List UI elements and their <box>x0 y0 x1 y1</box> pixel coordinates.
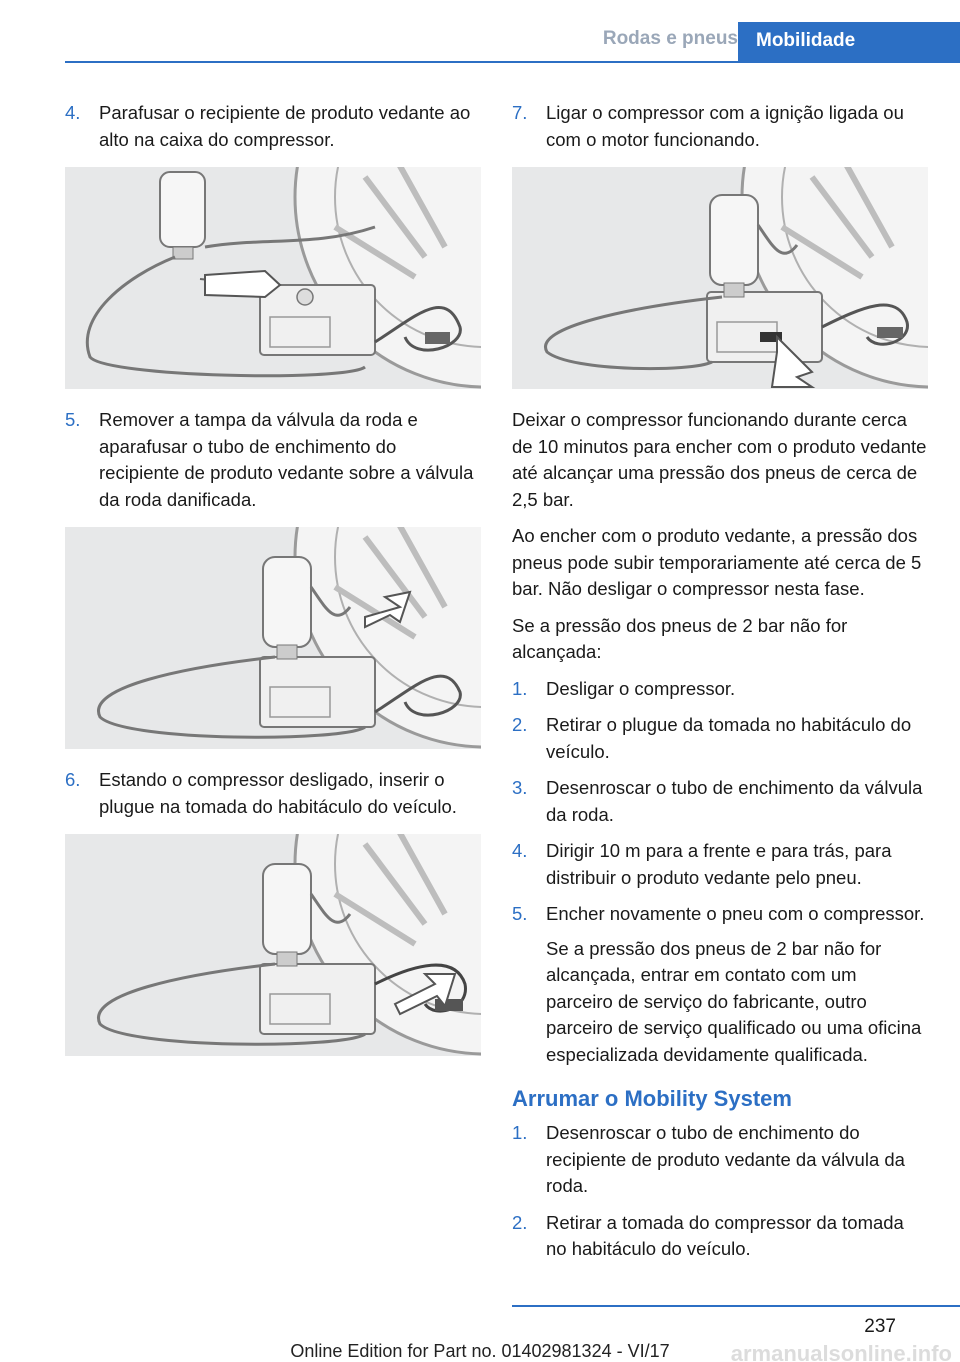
step-4: 4. Parafusar o recipiente de produto ved… <box>65 100 481 153</box>
step-text: Desenroscar o tubo de enchimento da válv… <box>546 777 923 825</box>
step-text: Dirigir 10 m para a frente e para trás, … <box>546 840 892 888</box>
figure-valve-connection <box>65 527 481 749</box>
stow-step-2: 2. Retirar a tomada do compressor da tom… <box>512 1210 928 1263</box>
footer-rule <box>512 1305 960 1307</box>
page-number: 237 <box>864 1316 896 1337</box>
step-6: 6. Estando o compressor desligado, inser… <box>65 767 481 820</box>
left-column: 4. Parafusar o recipiente de produto ved… <box>65 100 481 1074</box>
illustration-compressor-bottle <box>85 167 481 389</box>
header-rule <box>65 61 960 63</box>
stow-step-1: 1. Desenroscar o tubo de enchimento do r… <box>512 1120 928 1200</box>
illustration-plug-in <box>97 834 481 1056</box>
step-text: Encher novamente o pneu com o compressor… <box>546 903 925 924</box>
illustration-compressor-switch <box>544 167 928 389</box>
step-number: 7. <box>512 102 528 123</box>
step-text: Retirar o plugue da tomada no habitáculo… <box>546 714 912 762</box>
paragraph-pressure-note: Ao encher com o produto vedante, a press… <box>512 525 922 599</box>
substep-5: 5. Encher novamente o pneu com o compres… <box>512 901 928 1068</box>
step-number: 2. <box>512 1211 528 1233</box>
figure-switch-on <box>512 167 928 389</box>
substep-5-note: Se a pressão dos pneus de 2 bar não for … <box>546 937 922 1065</box>
header-chapter-tab: Mobilidade <box>738 22 960 63</box>
step-7: 7. Ligar o compressor com a ignição liga… <box>512 100 928 153</box>
right-column: 7. Ligar o compressor com a ignição liga… <box>512 100 928 1273</box>
figure-sealant-bottle-mount <box>65 167 481 389</box>
step-number: 3. <box>512 777 528 798</box>
step-text: Retirar a tomada do compressor da tomada… <box>546 1211 904 1260</box>
step-number: 2. <box>512 714 528 735</box>
figure-plug-socket <box>65 834 481 1056</box>
page-header: Rodas e pneus Mobilidade <box>0 22 960 63</box>
substep-3: 3. Desenroscar o tubo de enchimento da v… <box>512 775 928 828</box>
edition-text: Online Edition for Part no. 01402981324 … <box>290 1341 670 1361</box>
step-text: Ligar o compressor com a ignição ligada … <box>546 102 904 150</box>
step-text: Desligar o compressor. <box>546 677 736 699</box>
step-number: 6. <box>65 769 81 790</box>
step-text: Remover a tampa da válvula da roda e apa… <box>99 409 474 510</box>
step-number: 5. <box>65 409 81 430</box>
step-5: 5. Remover a tampa da válvula da roda e … <box>65 407 481 513</box>
step-text: Estando o compressor desligado, inserir … <box>99 769 457 817</box>
illustration-valve-hose <box>97 527 481 749</box>
step-number: 4. <box>512 840 528 861</box>
substep-1: 1. Desligar o compressor. <box>512 676 928 703</box>
header-section-tab: Rodas e pneus <box>602 28 738 49</box>
step-number: 5. <box>512 903 528 924</box>
section-title: Arrumar o Mobility System <box>512 1086 792 1111</box>
paragraph-fill-duration: Deixar o compressor funcionando durante … <box>512 409 927 510</box>
step-number: 4. <box>65 102 81 123</box>
substep-2: 2. Retirar o plugue da tomada no habitác… <box>512 712 928 765</box>
step-number: 1. <box>512 677 528 699</box>
watermark-text: armanualsonline.info <box>730 1341 952 1362</box>
step-number: 1. <box>512 1122 528 1143</box>
paragraph-if-not-reached: Se a pressão dos pneus de 2 bar não for … <box>512 614 848 663</box>
substep-4: 4. Dirigir 10 m para a frente e para trá… <box>512 838 928 891</box>
step-text: Parafusar o recipiente de produto vedant… <box>99 102 471 150</box>
step-text: Desenroscar o tubo de enchimento do reci… <box>546 1122 905 1196</box>
